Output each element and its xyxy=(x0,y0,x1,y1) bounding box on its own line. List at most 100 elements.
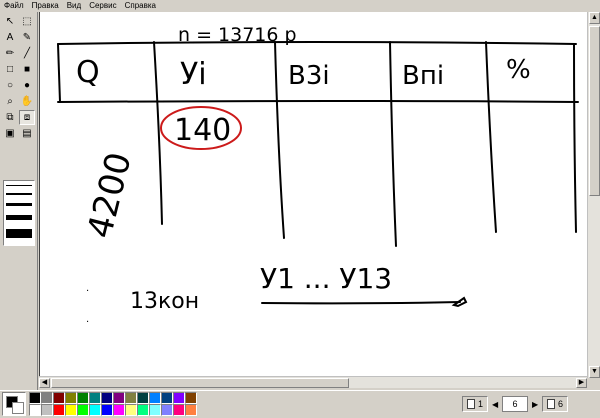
color-swatch[interactable] xyxy=(29,404,41,416)
header-yi: Уi xyxy=(180,57,207,92)
color-swatch[interactable] xyxy=(53,404,65,416)
header-bpi: Впi xyxy=(402,61,444,91)
color-swatch[interactable] xyxy=(161,392,173,404)
last-page-button[interactable]: 6 xyxy=(542,396,569,412)
handwritten-top-note: n = 13716 р xyxy=(178,24,297,46)
current-page-field[interactable]: 6 xyxy=(502,396,529,412)
color-swatch[interactable] xyxy=(65,404,77,416)
pencil-icon[interactable]: ✏ xyxy=(5,48,15,59)
horizontal-scrollbar[interactable]: ◀ ▶ xyxy=(39,376,587,388)
menu-help[interactable]: Справка xyxy=(124,1,156,10)
column-divider-3 xyxy=(389,41,397,247)
line-width-3[interactable] xyxy=(6,203,32,206)
next-page-icon[interactable]: ▶ xyxy=(531,399,539,409)
page-icon xyxy=(547,399,556,409)
stroke-end-mark xyxy=(451,296,468,308)
color-swatch[interactable] xyxy=(101,404,113,416)
window-icon[interactable]: ▤ xyxy=(22,128,32,139)
first-page-button[interactable]: 1 xyxy=(462,396,489,412)
color-swatch[interactable] xyxy=(77,392,89,404)
color-swatch[interactable] xyxy=(149,392,161,404)
hand-icon[interactable]: ✋ xyxy=(20,96,34,107)
filled-rectangle-icon[interactable]: ■ xyxy=(23,64,31,75)
color-swatch[interactable] xyxy=(65,392,77,404)
insert-page-icon[interactable]: ⧉ xyxy=(6,112,14,123)
page-icon xyxy=(467,399,475,409)
color-swatch[interactable] xyxy=(185,392,197,404)
free-select-icon[interactable]: ⬚ xyxy=(22,16,32,27)
line-width-4[interactable] xyxy=(6,215,32,220)
color-swatch[interactable] xyxy=(29,392,41,404)
tool-grid: ↖ ⬚ A ✎ ✏ ╱ □ ■ ○ ● ⌕ ✋ ⧉ ⧈ ▣ ▤ xyxy=(2,14,36,141)
scroll-left-icon[interactable]: ◀ xyxy=(39,378,50,388)
rotated-value: 4200 xyxy=(80,149,140,243)
color-swatch[interactable] xyxy=(173,404,185,416)
background-color[interactable] xyxy=(12,402,24,414)
header-b3i: В3i xyxy=(288,61,330,91)
table-top-line xyxy=(57,41,577,45)
prev-page-icon[interactable]: ◀ xyxy=(491,399,499,409)
color-swatch[interactable] xyxy=(53,392,65,404)
ellipse-icon[interactable]: ○ xyxy=(6,80,14,91)
line-width-5[interactable] xyxy=(6,229,32,238)
first-page-label: 1 xyxy=(478,399,484,409)
select-page-icon[interactable]: ⧈ xyxy=(19,110,35,125)
color-swatch[interactable] xyxy=(173,392,185,404)
color-swatch[interactable] xyxy=(89,392,101,404)
color-swatch[interactable] xyxy=(89,404,101,416)
rectangle-icon[interactable]: □ xyxy=(6,64,14,75)
scroll-up-icon[interactable]: ▲ xyxy=(589,12,600,24)
line-width-options xyxy=(3,180,35,246)
menu-file[interactable]: Файл xyxy=(4,1,24,10)
handwritten-bottom-left: 13кон xyxy=(130,289,199,314)
table-lines xyxy=(57,41,579,308)
menu-tools[interactable]: Сервис xyxy=(89,1,117,10)
color-palette xyxy=(29,392,197,416)
header-q: Q xyxy=(76,55,100,90)
tool-palette: ↖ ⬚ A ✎ ✏ ╱ □ ■ ○ ● ⌕ ✋ ⧉ ⧈ ▣ ▤ xyxy=(0,12,38,390)
drawing-canvas[interactable]: n = 13716 р Q Уi В3i Впi % 4200 140 · · … xyxy=(40,12,588,377)
dot-mark-1: · xyxy=(86,286,89,297)
color-swatch[interactable] xyxy=(41,404,53,416)
brush-icon[interactable]: ╱ xyxy=(23,48,31,59)
vertical-scroll-thumb[interactable] xyxy=(589,26,600,196)
last-page-label: 6 xyxy=(558,399,564,409)
color-swatch[interactable] xyxy=(41,392,53,404)
screen-icon[interactable]: ▣ xyxy=(5,128,15,139)
red-circle-mark xyxy=(160,106,242,150)
scroll-right-icon[interactable]: ▶ xyxy=(576,378,587,388)
menu-edit[interactable]: Правка xyxy=(31,1,59,10)
line-width-1[interactable] xyxy=(6,185,32,186)
menu-bar: Файл Правка Вид Сервис Справка xyxy=(0,0,600,12)
scroll-down-icon[interactable]: ▼ xyxy=(589,366,600,378)
menu-view[interactable]: Вид xyxy=(66,1,82,10)
zoom-icon[interactable]: ⌕ xyxy=(7,96,13,107)
horizontal-scroll-thumb[interactable] xyxy=(51,378,349,388)
pen-icon[interactable]: ✎ xyxy=(22,32,32,43)
color-swatch[interactable] xyxy=(137,392,149,404)
status-bar: 1 ◀ 6 ▶ 6 xyxy=(0,390,600,418)
handwriting-layer: n = 13716 р Q Уi В3i Впi % 4200 140 · · … xyxy=(57,24,579,328)
text-icon[interactable]: A xyxy=(6,32,14,43)
header-percent: % xyxy=(506,55,531,85)
line-width-2[interactable] xyxy=(6,193,32,195)
canvas-area: n = 13716 р Q Уi В3i Впi % 4200 140 · · … xyxy=(39,12,600,378)
current-colors[interactable] xyxy=(2,392,26,416)
vertical-scrollbar[interactable]: ▲ ▼ xyxy=(587,12,600,378)
color-swatch[interactable] xyxy=(113,392,125,404)
color-swatch[interactable] xyxy=(125,392,137,404)
underline-stroke xyxy=(261,301,461,305)
color-swatch[interactable] xyxy=(113,404,125,416)
color-swatch[interactable] xyxy=(161,404,173,416)
color-swatch[interactable] xyxy=(185,404,197,416)
color-swatch[interactable] xyxy=(101,392,113,404)
select-icon[interactable]: ↖ xyxy=(5,16,15,27)
color-swatch[interactable] xyxy=(149,404,161,416)
dot-mark-2: · xyxy=(86,317,89,328)
filled-ellipse-icon[interactable]: ● xyxy=(23,80,31,91)
color-swatch[interactable] xyxy=(137,404,149,416)
color-swatch[interactable] xyxy=(125,404,137,416)
color-swatch[interactable] xyxy=(77,404,89,416)
page-navigator: 1 ◀ 6 ▶ 6 xyxy=(462,395,569,413)
circled-value: 140 xyxy=(174,113,231,148)
